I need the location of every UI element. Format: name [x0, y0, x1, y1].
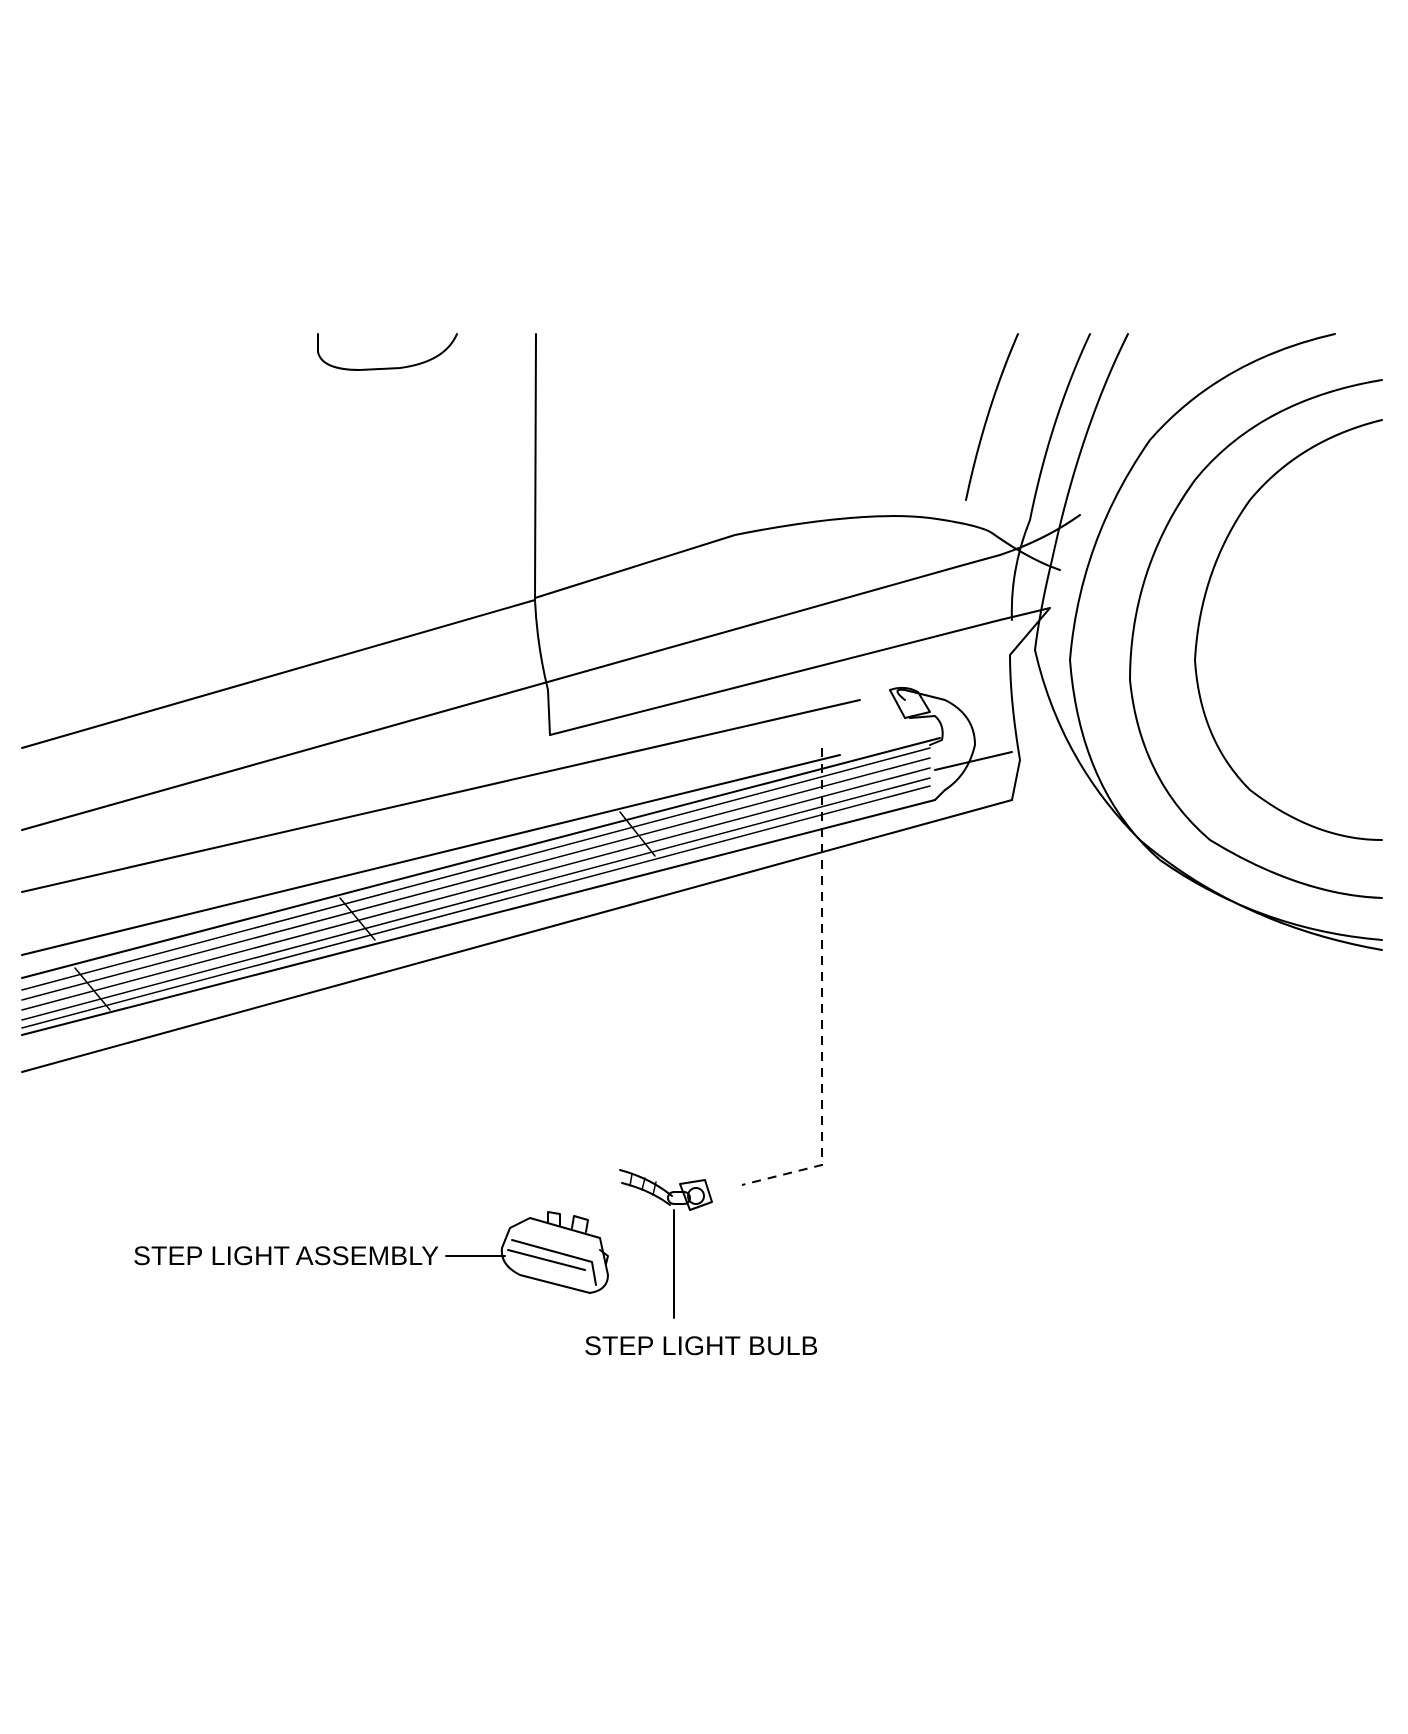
- assembly-leader-dashed: [741, 748, 823, 1186]
- vehicle-body: [21, 333, 1081, 1073]
- step-light-bulb-part: [619, 1169, 713, 1211]
- callout-step-light-assembly: STEP LIGHT ASSEMBLY: [133, 1241, 439, 1271]
- callout-step-light-bulb: STEP LIGHT BULB: [584, 1331, 819, 1361]
- running-board: [21, 686, 976, 1036]
- step-light-assembly-part: [500, 1211, 609, 1294]
- wheel-arch: [965, 333, 1383, 951]
